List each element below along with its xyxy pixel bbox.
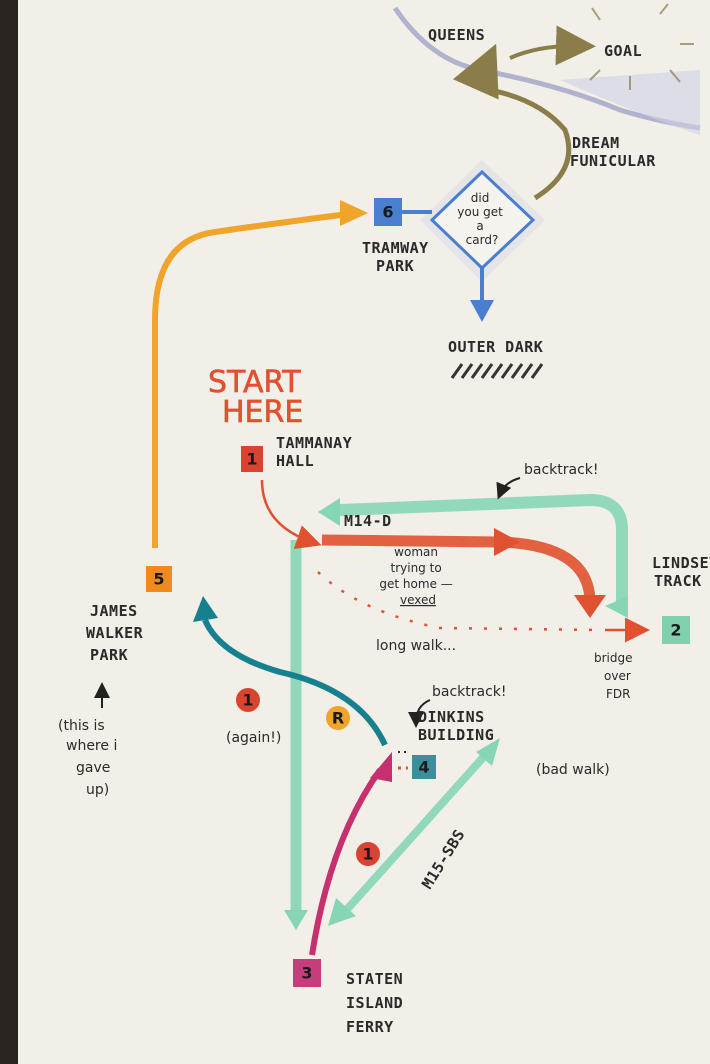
mint-backtrack-top <box>339 493 628 610</box>
mint-m15-head-dinkins <box>476 738 500 766</box>
goal-label: GOAL <box>604 42 642 60</box>
stop-5-james-walker-park[interactable]: 5 <box>146 566 172 592</box>
stop-4-dinkins-building[interactable]: 4 <box>412 755 436 779</box>
note-bad-walk: (bad walk) <box>536 762 610 778</box>
stop-number: 3 <box>301 964 312 983</box>
note-gave-up: (this is where i gave up) <box>58 718 122 798</box>
queens-label: QUEENS <box>428 26 485 44</box>
arrow-backtrack-mid <box>408 699 431 728</box>
mint-route-down-head <box>284 910 308 930</box>
start-here-label: START HERE <box>208 365 310 430</box>
teal-route-4-to-5 <box>202 618 388 747</box>
stop-3-staten-island-ferry[interactable]: 3 <box>293 959 321 987</box>
note-woman-vexed: woman trying to get home — vexed <box>379 545 456 607</box>
queens-shore-hatch <box>560 70 700 135</box>
stop-name-tammanay-hall: TAMMANAY HALL <box>276 434 362 470</box>
stop-number: 5 <box>153 570 164 589</box>
note-backtrack-mid: backtrack! <box>432 684 507 700</box>
outer-dark-label: OUTER DARK <box>448 338 543 356</box>
red-route-m14d-head-end <box>574 595 606 618</box>
stop-name-tramway-park: TRAMWAY PARK <box>362 239 438 275</box>
decision-text-line: did <box>471 191 490 205</box>
stop-number: 6 <box>382 203 393 222</box>
arrow-backtrack-top <box>496 477 521 500</box>
stop-1-tammanay-hall[interactable]: 1 <box>241 446 263 472</box>
stop-6-tramway-park[interactable]: 6 <box>374 198 402 226</box>
note-long-walk: long walk... <box>376 638 456 654</box>
stop-name-staten-island-ferry: STATEN ISLAND FERRY <box>346 970 413 1036</box>
note-backtrack-top: backtrack! <box>524 462 599 478</box>
magenta-route-3-to-4 <box>309 768 383 956</box>
route-label-one-again: (again!) <box>226 730 281 746</box>
stop-number: 4 <box>418 758 429 777</box>
route-badge-one-again: 1 <box>236 688 260 712</box>
teal-route-arrowhead <box>193 596 218 622</box>
stop-name-lindsey-track: LINDSEY TRACK <box>652 554 710 590</box>
stop-2-lindsey-track[interactable]: 2 <box>662 616 690 644</box>
arrow-queens-to-goal <box>509 25 596 66</box>
queens-shore-line <box>392 6 701 131</box>
orange-route-5-to-6 <box>152 211 349 548</box>
decision-text-line: a <box>476 219 483 233</box>
decision-text-line: card? <box>466 233 499 247</box>
svg-text:R: R <box>332 709 344 728</box>
stop-number: 2 <box>670 621 681 640</box>
outer-dark-hatch <box>450 363 544 379</box>
route-badge-one: 1 <box>356 842 380 866</box>
stop-number: 1 <box>246 450 257 469</box>
dream-funicular-label: DREAM FUNICULAR <box>570 134 656 170</box>
stop-name-james-walker-park: JAMES WALKER PARK <box>86 602 153 664</box>
mint-m15-head-ferry <box>328 898 356 926</box>
magenta-route-arrowhead <box>370 752 392 782</box>
mint-route-m15-sbs <box>339 749 491 918</box>
orange-route-arrowhead <box>340 200 368 226</box>
svg-text:did you get a card: did you get a card? <box>457 191 506 247</box>
note-bridge-over-fdr: bridge over FDR <box>594 651 636 701</box>
decision-text-line: you get <box>457 205 503 219</box>
svg-text:1: 1 <box>242 691 253 710</box>
arrow-to-outer-dark-head <box>470 300 494 322</box>
arrow-start-to-route <box>260 479 322 549</box>
route-label-m14d: M14-D <box>344 512 392 530</box>
dream-funicular-route <box>452 43 572 201</box>
mint-backtrack-bottom-head <box>605 596 628 618</box>
mint-backtrack-top-head <box>318 498 340 526</box>
route-badge-r: R <box>326 706 350 730</box>
stop-name-dinkins-building: DINKINS BUILDING <box>418 708 494 744</box>
svg-text:1: 1 <box>362 845 373 864</box>
goal-sunburst <box>589 3 694 90</box>
red-route-m14d-head-mid <box>494 528 520 556</box>
